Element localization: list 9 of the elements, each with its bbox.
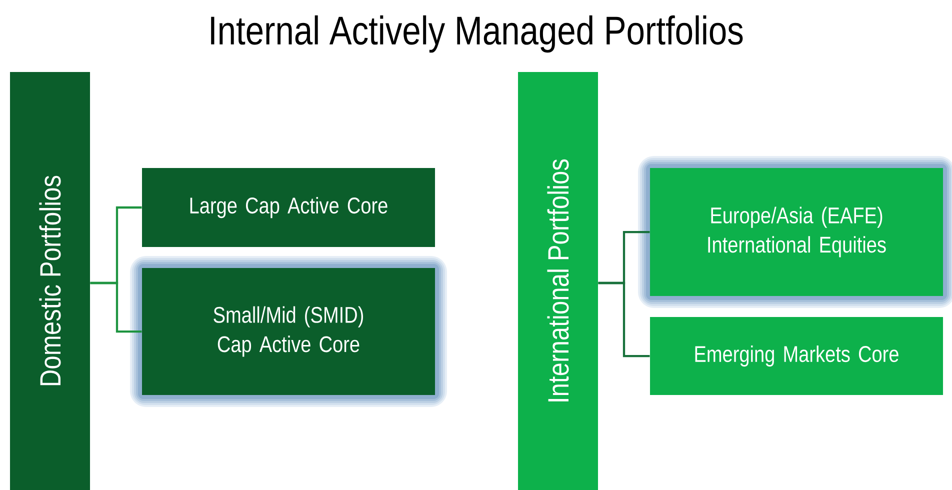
connector-line bbox=[90, 282, 142, 333]
title: Internal Actively Managed Portfolios bbox=[211, 15, 743, 53]
portfolio-box: Large Cap Active Core bbox=[142, 168, 435, 247]
category-bar: International Portfolios bbox=[518, 72, 598, 490]
portfolio-box: Emerging Markets Core bbox=[650, 317, 943, 395]
category-bar: Domestic Portfolios bbox=[10, 72, 90, 490]
portfolio-box: Small/Mid (SMID) Cap Active Core bbox=[130, 256, 447, 407]
connector-line bbox=[598, 282, 650, 358]
portfolio-box: Europe/Asia (EAFE) International Equities bbox=[638, 156, 952, 308]
